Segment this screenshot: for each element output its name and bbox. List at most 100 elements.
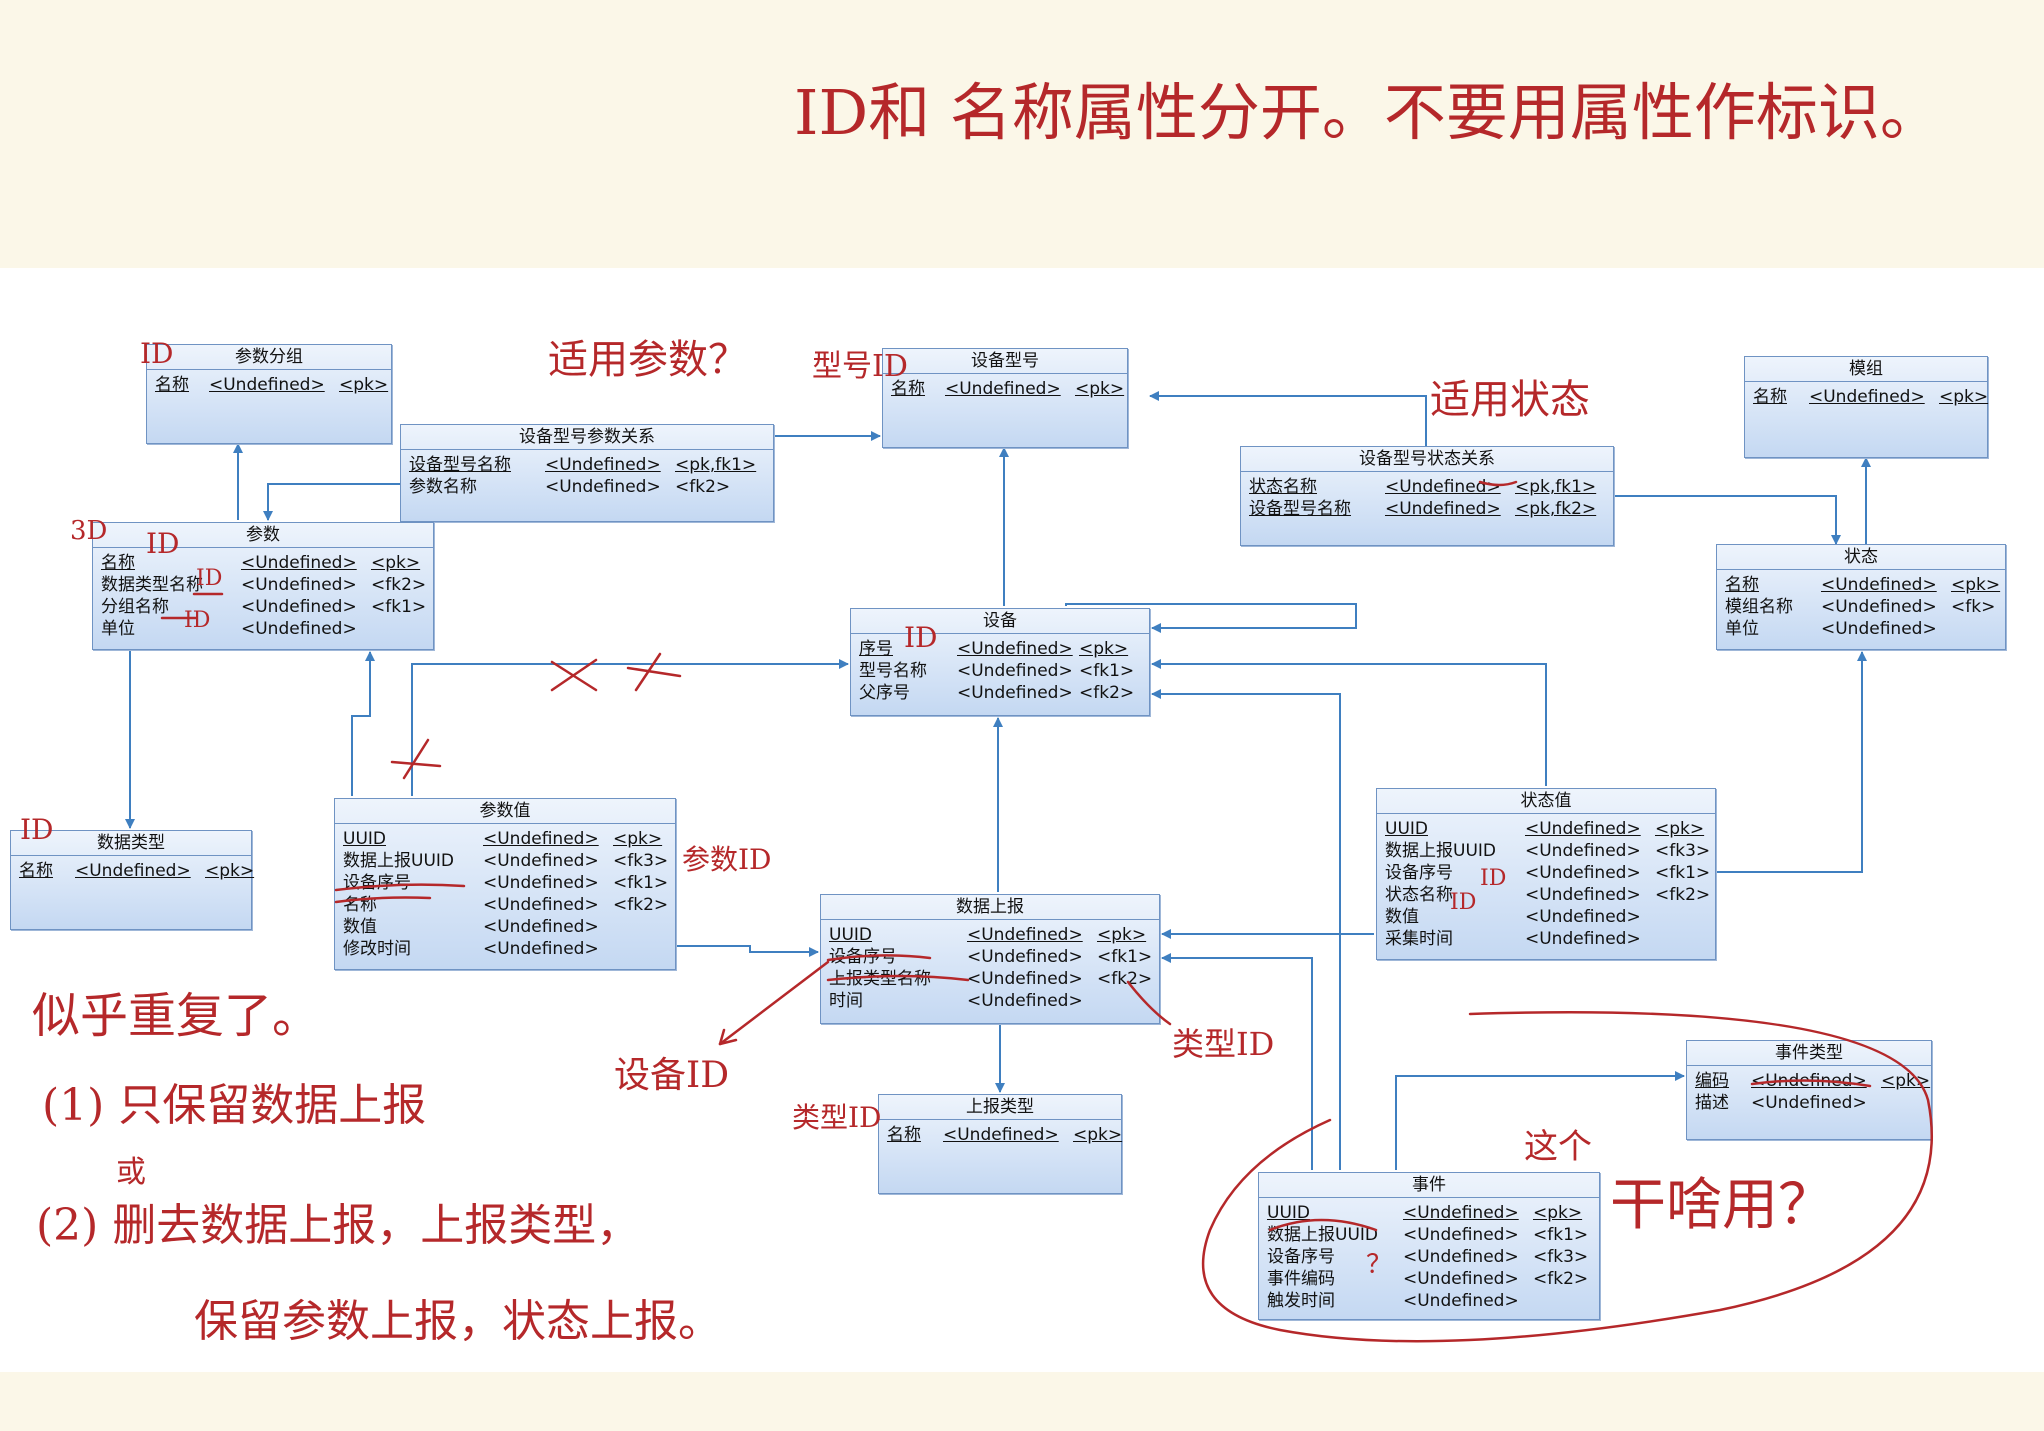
field-key: <pk> xyxy=(1073,1125,1123,1145)
note-option2b: 保留参数上报，状态上报。 xyxy=(194,1296,722,1347)
field-name: 分组名称 xyxy=(101,597,169,617)
field-type: <Undefined> xyxy=(1525,885,1641,905)
entity-device[interactable]: 设备 序号<Undefined><pk> 型号名称<Undefined><fk1… xyxy=(850,608,1150,716)
line-sv-to-device xyxy=(1151,659,1547,786)
entity-title: 状态值 xyxy=(1377,789,1715,814)
field-type: <Undefined> xyxy=(241,597,357,617)
line-pv-to-param xyxy=(351,651,375,796)
field-key: <fk2> xyxy=(1655,885,1711,905)
field-name: 名称 xyxy=(19,861,53,881)
field-type: <Undefined> xyxy=(957,661,1073,681)
note-applicable-states: 适用状态 xyxy=(1430,377,1590,423)
loop-event xyxy=(1201,1011,1933,1343)
entity-device-model[interactable]: 设备型号 名称<Undefined><pk> xyxy=(882,348,1128,448)
entity-title: 设备 xyxy=(851,609,1149,634)
entity-title: 模组 xyxy=(1745,357,1987,382)
note-sv-id-1: ID xyxy=(1480,866,1507,891)
arrow-report-device-id xyxy=(718,960,830,1046)
field-type: <Undefined> xyxy=(545,477,661,497)
field-name: UUID xyxy=(343,829,386,849)
field-name: UUID xyxy=(1267,1203,1310,1223)
field-type: <Undefined> xyxy=(1525,841,1641,861)
note-sv-id-2: ID xyxy=(1450,890,1477,915)
entity-param-value[interactable]: 参数值 UUID<Undefined><pk> 数据上报UUID<Undefin… xyxy=(334,798,676,970)
entity-module[interactable]: 模组 名称<Undefined><pk> xyxy=(1744,356,1988,458)
field-type: <Undefined> xyxy=(1403,1247,1519,1267)
field-name: 采集时间 xyxy=(1385,929,1453,949)
field-type: <Undefined> xyxy=(241,619,357,639)
entity-title: 事件 xyxy=(1259,1173,1599,1198)
field-key: <fk3> xyxy=(1655,841,1711,861)
note-top: ID和 名称属性分开。不要用属性作标识。 xyxy=(794,76,1942,149)
field-type: <Undefined> xyxy=(1525,907,1641,927)
field-key: <fk2> xyxy=(613,895,669,915)
note-id-datatype: ID xyxy=(20,813,54,846)
field-name: 名称 xyxy=(1753,387,1787,407)
note-param-left: 3D xyxy=(70,516,108,546)
field-key: <pk> xyxy=(339,375,389,395)
note-param-dt: ID xyxy=(196,566,223,591)
entity-title: 参数 xyxy=(93,523,433,548)
entity-state[interactable]: 状态 名称<Undefined><pk> 模组名称<Undefined><fk>… xyxy=(1716,544,2006,650)
field-name: 描述 xyxy=(1695,1093,1729,1113)
entity-title: 上报类型 xyxy=(879,1095,1121,1120)
field-type: <Undefined> xyxy=(967,925,1083,945)
note-duplicate: 似乎重复了。 xyxy=(32,988,321,1044)
field-key: <fk2> xyxy=(371,575,427,595)
cross-3 xyxy=(390,738,442,780)
note-event-this: 这个 xyxy=(1524,1127,1592,1167)
field-type: <Undefined> xyxy=(1403,1203,1519,1223)
line-staterel-to-model xyxy=(1149,391,1427,446)
field-name: 数据上报UUID xyxy=(1385,841,1496,861)
field-type: <Undefined> xyxy=(1403,1291,1519,1311)
field-key: <pk,fk2> xyxy=(1515,499,1597,519)
entity-param-group[interactable]: 参数分组 名称<Undefined><pk> xyxy=(146,344,392,444)
field-name: 数值 xyxy=(343,917,377,937)
entity-title: 参数值 xyxy=(335,799,675,824)
field-name: 事件编码 xyxy=(1267,1269,1335,1289)
field-type: <Undefined> xyxy=(483,873,599,893)
entity-title: 数据上报 xyxy=(821,895,1159,920)
entity-title: 状态 xyxy=(1717,545,2005,570)
field-type: <Undefined> xyxy=(1525,863,1641,883)
strike-report-device-seq xyxy=(826,954,932,962)
cross-2 xyxy=(626,652,682,692)
entity-model-state-rel[interactable]: 设备型号状态关系 状态名称<Undefined><pk,fk1> 设备型号名称<… xyxy=(1240,446,1614,546)
note-id-param-group: ID xyxy=(140,337,174,370)
field-type: <Undefined> xyxy=(209,375,325,395)
field-name: 数据上报UUID xyxy=(1267,1225,1378,1245)
field-type: <Undefined> xyxy=(545,455,661,475)
entity-data-type[interactable]: 数据类型 名称<Undefined><pk> xyxy=(10,830,254,930)
field-name: 名称 xyxy=(887,1125,921,1145)
entity-state-value[interactable]: 状态值 UUID<Undefined><pk> 数据上报UUID<Undefin… xyxy=(1376,788,1716,960)
field-type: <Undefined> xyxy=(75,861,191,881)
field-name: 时间 xyxy=(829,991,863,1011)
field-key: <pk> xyxy=(1533,1203,1583,1223)
note-event-question: 干啥用？ xyxy=(1610,1173,1834,1238)
entity-report-type[interactable]: 上报类型 名称<Undefined><pk> xyxy=(878,1094,1122,1194)
field-key: <pk> xyxy=(1097,925,1147,945)
field-name: 触发时间 xyxy=(1267,1291,1335,1311)
field-name: 名称 xyxy=(101,553,135,573)
field-key: <fk2> xyxy=(1079,683,1135,703)
field-key: <fk1> xyxy=(1655,863,1711,883)
field-key: <fk1> xyxy=(1097,947,1153,967)
entity-data-report[interactable]: 数据上报 UUID<Undefined><pk> 设备序号<Undefined>… xyxy=(820,894,1160,1024)
field-name: UUID xyxy=(1385,819,1428,839)
entity-model-param-rel[interactable]: 设备型号参数关系 设备型号名称<Undefined><pk,fk1> 参数名称<… xyxy=(400,424,774,522)
field-name: 数据类型名称 xyxy=(101,575,203,595)
strike-event-type-code xyxy=(1750,1079,1872,1088)
field-type: <Undefined> xyxy=(967,947,1083,967)
field-name: 单位 xyxy=(101,619,135,639)
field-key: <fk3> xyxy=(1533,1247,1589,1267)
field-type: <Undefined> xyxy=(483,851,599,871)
field-key: <fk1> xyxy=(1533,1225,1589,1245)
field-name: 编码 xyxy=(1695,1071,1729,1091)
field-name: 设备型号名称 xyxy=(1249,499,1351,519)
entity-event[interactable]: 事件 UUID <Undefined> <pk> 数据上报UUID <Undefine… xyxy=(1258,1172,1600,1320)
field-type: <Undefined> xyxy=(1403,1269,1519,1289)
entity-param[interactable]: 参数 名称<Undefined><pk> 数据类型名称<Undefined><f… xyxy=(92,522,434,650)
field-type: <Undefined> xyxy=(957,683,1073,703)
field-type: <Undefined> xyxy=(483,829,599,849)
